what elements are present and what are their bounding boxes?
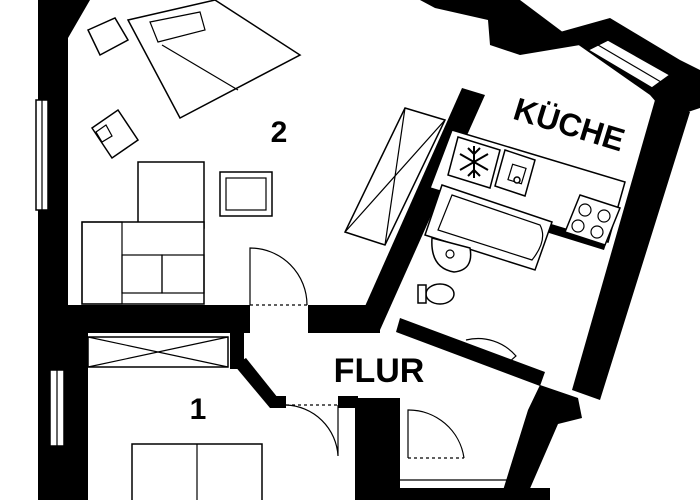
wall-lower-right bbox=[500, 385, 582, 500]
washbasin bbox=[431, 237, 472, 273]
bathtub bbox=[424, 184, 553, 271]
armchair bbox=[219, 171, 273, 217]
chair-left bbox=[90, 108, 140, 160]
toilet bbox=[425, 283, 455, 305]
door-bathroom bbox=[465, 337, 517, 371]
hallway-label: FLUR bbox=[334, 352, 425, 390]
room-1-furniture bbox=[87, 336, 339, 500]
bathroom-fixtures bbox=[417, 184, 553, 371]
double-bed bbox=[126, 0, 302, 120]
wall-hall-top-stub bbox=[338, 396, 358, 408]
wall-hall-right-block bbox=[355, 398, 400, 500]
kitchen-label: KÜCHE bbox=[510, 91, 629, 159]
wall-top-right bbox=[420, 0, 580, 55]
wall-bottom-right bbox=[400, 488, 550, 500]
wall-left-upper bbox=[38, 0, 90, 333]
snowflake-icon bbox=[459, 146, 489, 178]
door-room-2 bbox=[249, 247, 308, 306]
hallway-fixtures bbox=[400, 409, 520, 481]
wall-kitchen-right bbox=[572, 100, 690, 400]
wall-bath-hall bbox=[396, 318, 545, 386]
nightstand bbox=[86, 17, 130, 57]
table bbox=[137, 161, 205, 229]
room-1-label: 1 bbox=[190, 393, 207, 426]
wall-room2-hall bbox=[38, 305, 250, 333]
door-entrance bbox=[407, 409, 465, 459]
wall-hall-left-stub bbox=[230, 333, 244, 369]
windows bbox=[35, 39, 672, 447]
wall-room1-top bbox=[270, 396, 286, 408]
kitchen-sink bbox=[494, 149, 536, 197]
room-2-furniture bbox=[81, 0, 447, 306]
wall-hall-diagonal bbox=[234, 358, 278, 408]
window-top-right bbox=[586, 39, 672, 89]
kitchen-fixtures bbox=[429, 129, 626, 246]
room-2-label: 2 bbox=[271, 116, 288, 149]
door-room-1 bbox=[285, 404, 339, 457]
sofa bbox=[81, 221, 205, 305]
wall-room2-hall-right bbox=[308, 305, 380, 333]
